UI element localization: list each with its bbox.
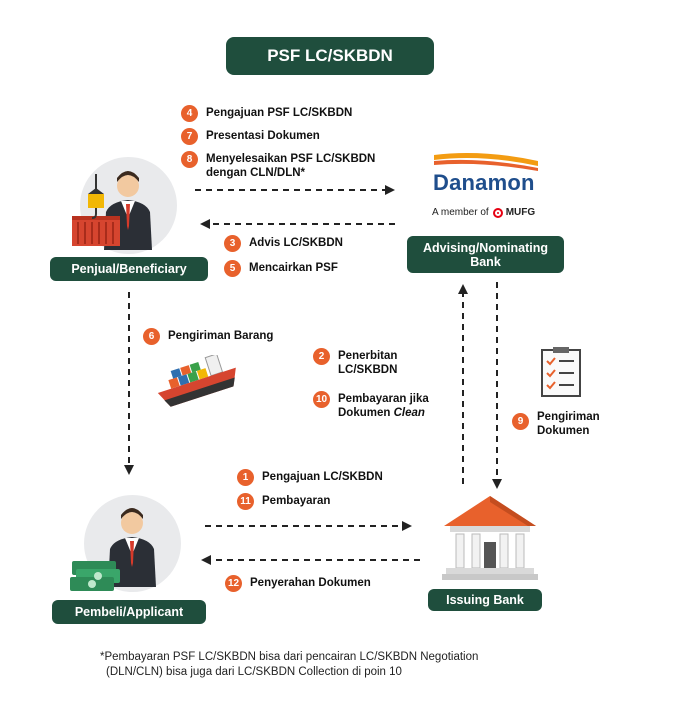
bank-building-icon — [442, 496, 538, 580]
step-label-line2: dengan CLN/DLN* — [206, 167, 306, 179]
step-label: Pembayaran — [262, 495, 331, 507]
step-label: Penyerahan Dokumen — [250, 577, 371, 589]
buyer-label: Pembeli/Applicant — [52, 600, 206, 624]
checklist-document-icon — [541, 347, 581, 397]
step-11: 11 Pembayaran — [237, 493, 331, 510]
step-9: 9 Pengiriman Dokumen — [512, 410, 600, 438]
danamon-logo: Danamon A member of MUFG — [432, 151, 542, 221]
mufg-mark-icon — [492, 207, 503, 218]
advising-bank-label: Advising/Nominating Bank — [407, 236, 564, 273]
step-label-line1: Menyelesaikan PSF LC/SKBDN — [206, 153, 376, 165]
buyer-illustration — [70, 508, 156, 591]
step-8: 8 Menyelesaikan PSF LC/SKBDN dengan CLN/… — [181, 151, 376, 180]
brand-group: MUFG — [505, 207, 536, 218]
step-2: 2 Penerbitan LC/SKBDN — [313, 348, 398, 377]
step-number-badge: 1 — [237, 469, 254, 486]
money-icon — [70, 561, 120, 591]
footnote-line1: *Pembayaran PSF LC/SKBDN bisa dari penca… — [100, 651, 479, 663]
step-label-line2: Dokumen — [537, 425, 590, 437]
step-label: Pengajuan PSF LC/SKBDN — [206, 107, 353, 119]
step-number-badge: 6 — [143, 328, 160, 345]
step-label-line1: Penerbitan — [338, 350, 398, 362]
step-number-badge: 2 — [313, 348, 330, 365]
container-icon — [72, 216, 120, 246]
step-label: Pengiriman Barang — [168, 330, 274, 342]
step-number-badge: 7 — [181, 128, 198, 145]
step-5: 5 Mencairkan PSF — [224, 260, 338, 277]
step-3: 3 Advis LC/SKBDN — [224, 235, 343, 252]
step-label: Presentasi Dokumen — [206, 130, 320, 142]
step-number-badge: 8 — [181, 151, 198, 168]
step-label: Mencairkan PSF — [249, 262, 338, 274]
step-label-line2-prefix: Dokumen — [338, 407, 394, 419]
step-number-badge: 12 — [225, 575, 242, 592]
footnote-line2: (DLN/CLN) bisa juga dari LC/SKBDN Collec… — [106, 666, 402, 678]
ship-icon — [157, 355, 236, 407]
danamon-swoosh-icon — [434, 153, 538, 171]
diagram-title: PSF LC/SKBDN — [226, 37, 434, 75]
step-number-badge: 10 — [313, 391, 330, 408]
crane-icon — [88, 174, 104, 219]
step-label-line2-italic: Clean — [393, 407, 425, 419]
step-number-badge: 9 — [512, 413, 529, 430]
step-4: 4 Pengajuan PSF LC/SKBDN — [181, 105, 353, 122]
step-label: Pengajuan LC/SKBDN — [262, 471, 383, 483]
seller-label: Penjual/Beneficiary — [50, 257, 208, 281]
step-12: 12 Penyerahan Dokumen — [225, 575, 371, 592]
step-label-line1: Pengiriman — [537, 411, 600, 423]
brand-member-of: A member of — [432, 207, 489, 218]
step-label-line2: LC/SKBDN — [338, 364, 398, 376]
footnote: *Pembayaran PSF LC/SKBDN bisa dari penca… — [100, 650, 478, 680]
step-number-badge: 11 — [237, 493, 254, 510]
danamon-brand-name: Danamon — [433, 170, 535, 195]
step-label: Advis LC/SKBDN — [249, 237, 343, 249]
step-1: 1 Pengajuan LC/SKBDN — [237, 469, 383, 486]
issuing-bank-label: Issuing Bank — [428, 589, 542, 611]
step-number-badge: 3 — [224, 235, 241, 252]
step-label-line1: Pembayaran jika — [338, 393, 429, 405]
step-number-badge: 5 — [224, 260, 241, 277]
step-number-badge: 4 — [181, 105, 198, 122]
step-6: 6 Pengiriman Barang — [143, 328, 274, 345]
step-10: 10 Pembayaran jika Dokumen Clean — [313, 391, 429, 420]
seller-illustration — [72, 171, 152, 250]
step-7: 7 Presentasi Dokumen — [181, 128, 320, 145]
